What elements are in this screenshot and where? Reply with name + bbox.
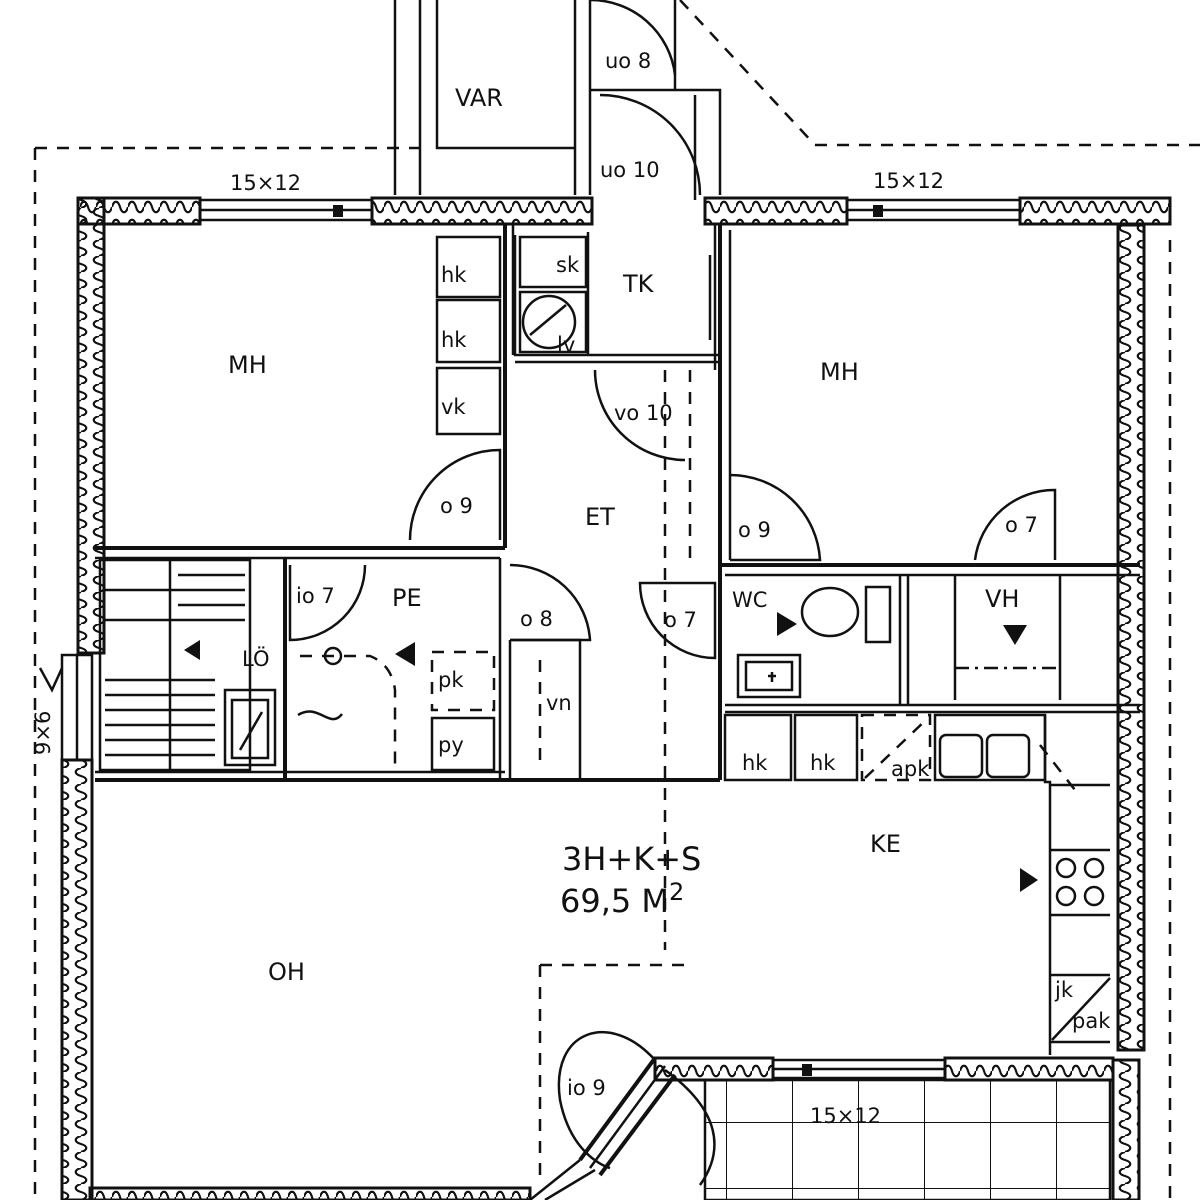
door-o7-et: o 7 [664, 608, 697, 632]
door-io9: io 9 [567, 1076, 606, 1100]
boundary-lines [33, 0, 1200, 1200]
room-mh-left: MH [228, 351, 267, 379]
door-o8: o 8 [520, 607, 553, 631]
vent-arrows [184, 612, 1038, 892]
window-size-top-left: 15×12 [230, 171, 301, 195]
windows [38, 198, 1022, 1080]
room-pe: PE [392, 584, 422, 612]
room-wc: WC [732, 588, 767, 612]
fixture-jk: jk [1054, 978, 1074, 1002]
fixture-lv: lv [557, 333, 575, 357]
apartment-type: 3H+K+S [562, 840, 701, 878]
room-oh: OH [268, 958, 305, 986]
fixture-pk: pk [438, 668, 464, 692]
fixture-labels: hk hk vk sk lv LÖ pk py vn hk hk apk jk … [242, 253, 1111, 1033]
closet-hk-1: hk [441, 263, 467, 287]
apartment-area: 69,5 M2 [560, 878, 684, 920]
room-ke: KE [870, 830, 901, 858]
door-o9-right: o 9 [738, 518, 771, 542]
room-et: ET [585, 503, 615, 531]
window-labels: 15×12 15×12 15×12 9×6 [31, 169, 944, 1128]
door-swings [288, 369, 1057, 1186]
fixture-lo: LÖ [242, 646, 269, 671]
window-size-top-right: 15×12 [873, 169, 944, 193]
cabinet-hk-4: hk [810, 751, 836, 775]
area-title: 3H+K+S 69,5 M2 [560, 840, 701, 920]
fixture-pak: pak [1072, 1009, 1111, 1033]
room-labels: VAR TK MH MH ET PE WC VH KE OH [228, 84, 1019, 986]
area-unit-sup: 2 [669, 878, 684, 906]
door-uo8: uo 8 [605, 49, 651, 73]
door-vo10: vo 10 [614, 401, 673, 425]
cabinet-apk: apk [891, 757, 930, 781]
closet-hk-2: hk [441, 328, 467, 352]
closet-vn: vn [546, 691, 572, 715]
cabinet-hk-3: hk [742, 751, 768, 775]
room-vh: VH [985, 585, 1019, 613]
window-size-balcony: 15×12 [810, 1104, 881, 1128]
room-mh-right: MH [820, 358, 859, 386]
door-labels: uo 8 uo 10 vo 10 o 9 o 9 o 7 o 7 o 8 io … [296, 49, 1038, 1100]
fixture-py: py [438, 733, 464, 757]
room-tk: TK [622, 270, 655, 298]
exterior-walls [60, 196, 1172, 1200]
area-value: 69,5 M [560, 882, 669, 920]
fixture-sk: sk [556, 253, 580, 277]
door-o7-right: o 7 [1005, 513, 1038, 537]
storage-area [393, 0, 722, 200]
door-o9-left: o 9 [440, 494, 473, 518]
door-io7: io 7 [296, 584, 335, 608]
room-var: VAR [455, 84, 503, 112]
closet-vk: vk [441, 395, 466, 419]
window-size-side: 9×6 [31, 711, 55, 755]
interior-walls [95, 225, 1140, 1200]
door-uo10: uo 10 [600, 158, 660, 182]
